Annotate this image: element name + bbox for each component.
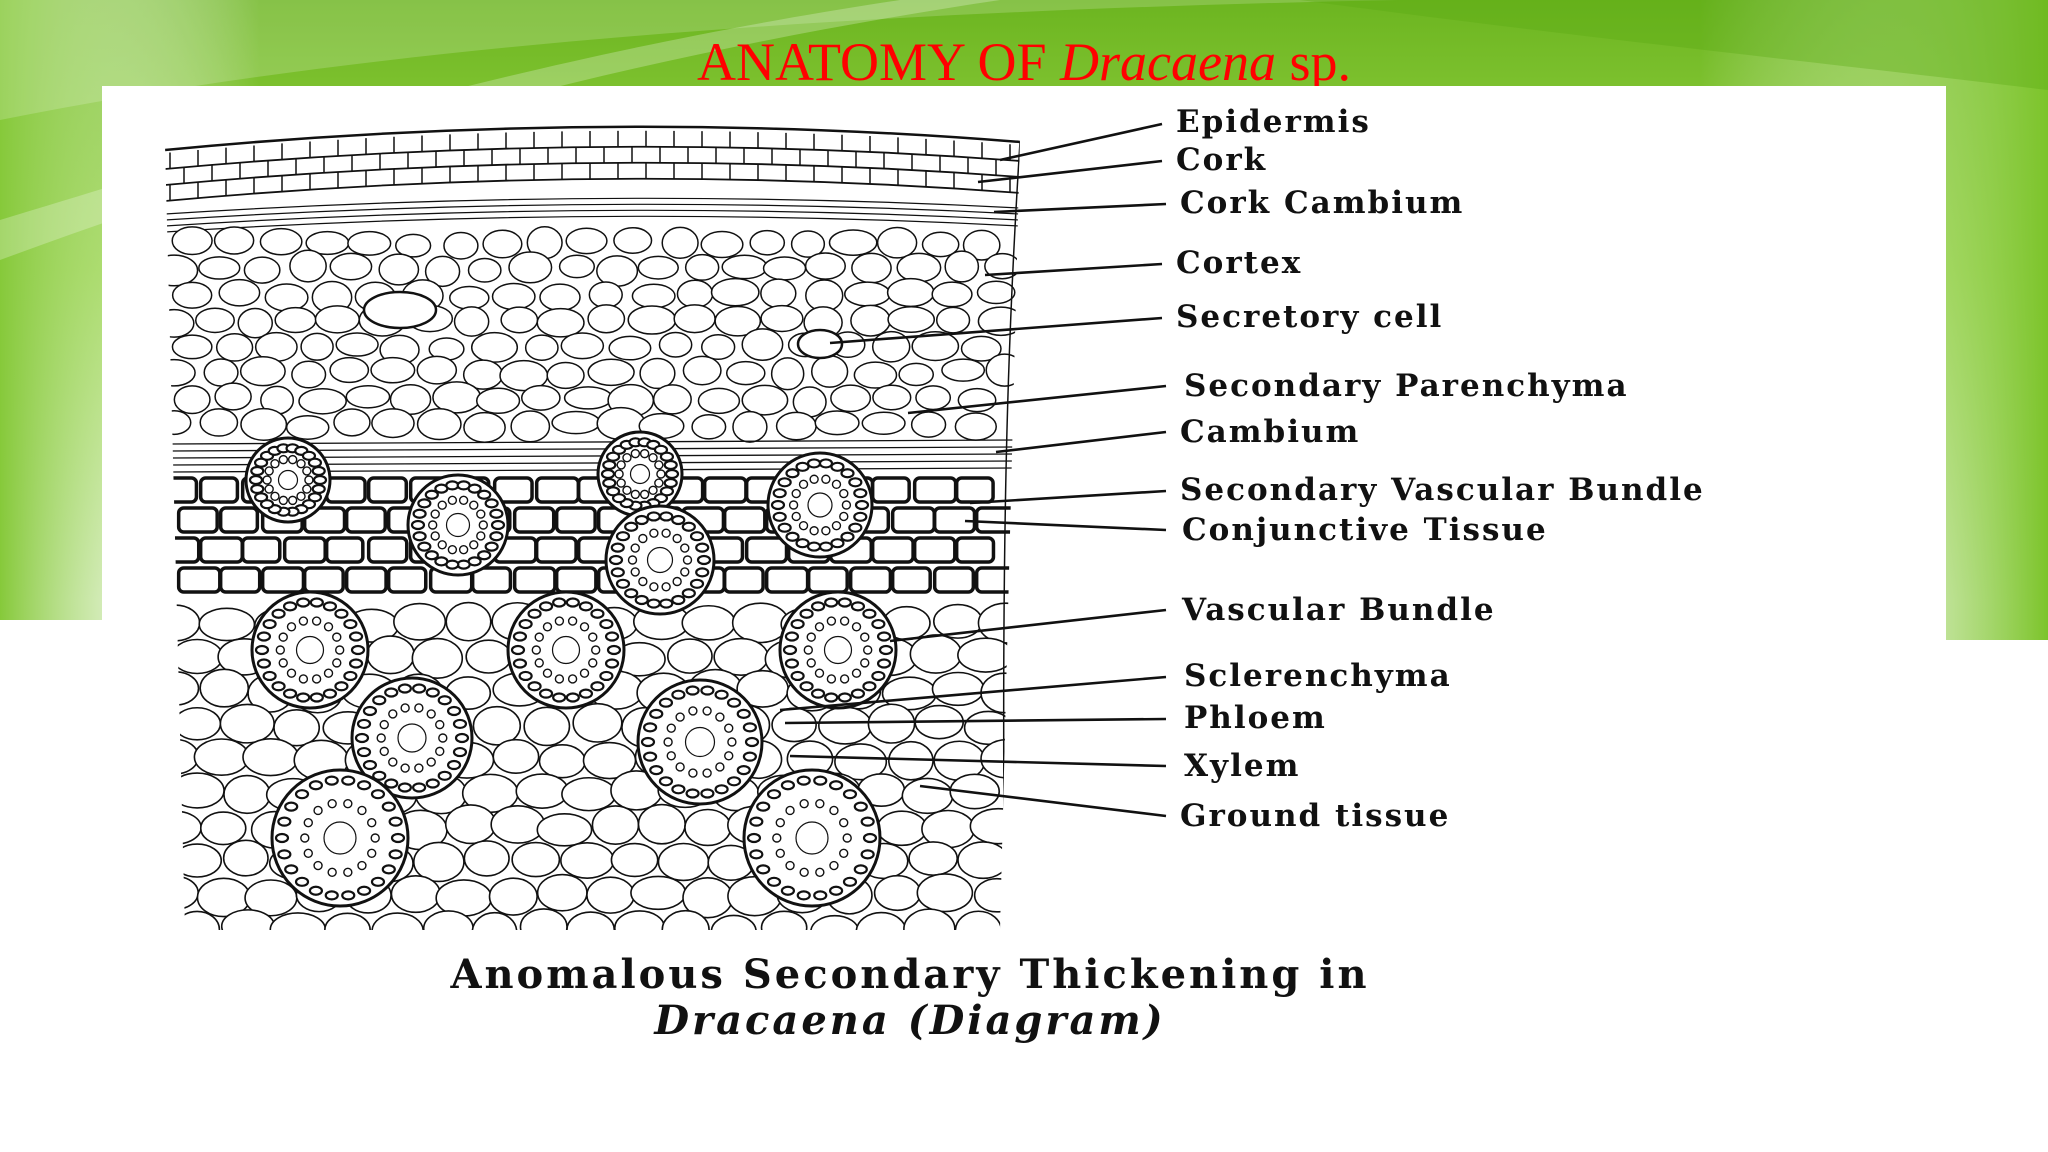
leader-cork: [977, 159, 1163, 184]
caption-line-2: Dracaena (Diagram): [654, 997, 1166, 1044]
leader-xylem: [789, 754, 1167, 768]
epidermis-outline: [165, 125, 1020, 152]
label-conjunctive-tissue: Conjunctive Tissue: [1182, 512, 1548, 548]
vascular-bundle-6: [270, 768, 410, 908]
secretory-cell-large: [362, 290, 438, 330]
vascular-bundle-1: [250, 590, 370, 710]
title-suffix: sp.: [1276, 32, 1352, 92]
label-vascular-bundle: Vascular Bundle: [1182, 592, 1496, 628]
slide-title: ANATOMY OF Dracaena sp.: [0, 30, 2048, 94]
secondary-vascular-bundle-3: [766, 451, 874, 559]
vascular-bundle-4: [350, 676, 474, 800]
caption-line-1: Anomalous Secondary Thickening in: [450, 951, 1370, 998]
label-cork: Cork: [1176, 142, 1268, 178]
secondary-vascular-bundle-5: [604, 504, 716, 616]
label-cambium: Cambium: [1180, 414, 1361, 450]
leader-sclerenchyma: [779, 675, 1167, 712]
label-sclerenchyma: Sclerenchyma: [1184, 658, 1452, 694]
vascular-bundle-3: [778, 590, 898, 710]
section-edge: [1002, 141, 1020, 930]
title-prefix: ANATOMY OF: [696, 32, 1061, 92]
secondary-vascular-bundle-1: [244, 436, 332, 524]
vascular-bundle-5: [636, 678, 764, 806]
label-secondary-vascular-bundle: Secondary Vascular Bundle: [1180, 472, 1705, 508]
label-cork-cambium: Cork Cambium: [1180, 185, 1465, 221]
diagram-caption: Anomalous Secondary Thickening in Dracae…: [100, 952, 1720, 1044]
leader-vascular-bundle: [889, 608, 1167, 643]
leader-ground-tissue: [919, 784, 1167, 818]
vascular-bundle-2: [506, 590, 626, 710]
leader-lines: [779, 122, 1167, 818]
leader-cortex: [984, 262, 1163, 277]
leader-secondary-vascular-bundle: [969, 489, 1167, 505]
label-ground-tissue: Ground tissue: [1180, 798, 1451, 834]
leader-conjunctive-tissue: [964, 519, 1167, 532]
secondary-vascular-bundle-2: [596, 430, 684, 518]
leader-secretory-cell: [829, 316, 1163, 345]
secondary-vascular-bundle-4: [406, 473, 510, 577]
label-phloem: Phloem: [1184, 700, 1327, 736]
vascular-bundle-7: [742, 768, 882, 908]
tissue-section: [165, 125, 1020, 930]
cork-layer: [165, 130, 1020, 202]
leader-epidermis: [999, 122, 1163, 162]
leader-secondary-parenchyma: [907, 384, 1167, 415]
label-cortex: Cortex: [1176, 245, 1303, 281]
title-genus: Dracaena: [1060, 32, 1276, 92]
leader-cork-cambium: [993, 202, 1167, 214]
label-epidermis: Epidermis: [1176, 104, 1371, 140]
leader-phloem: [784, 717, 1167, 725]
label-xylem: Xylem: [1184, 748, 1301, 784]
secretory-cell-small: [796, 328, 844, 360]
cortex-cells: [165, 225, 1020, 443]
label-secretory-cell: Secretory cell: [1176, 299, 1444, 335]
leader-cambium: [995, 430, 1167, 454]
cork-cambium-layer: [165, 197, 1020, 233]
label-secondary-parenchyma: Secondary Parenchyma: [1184, 368, 1629, 404]
